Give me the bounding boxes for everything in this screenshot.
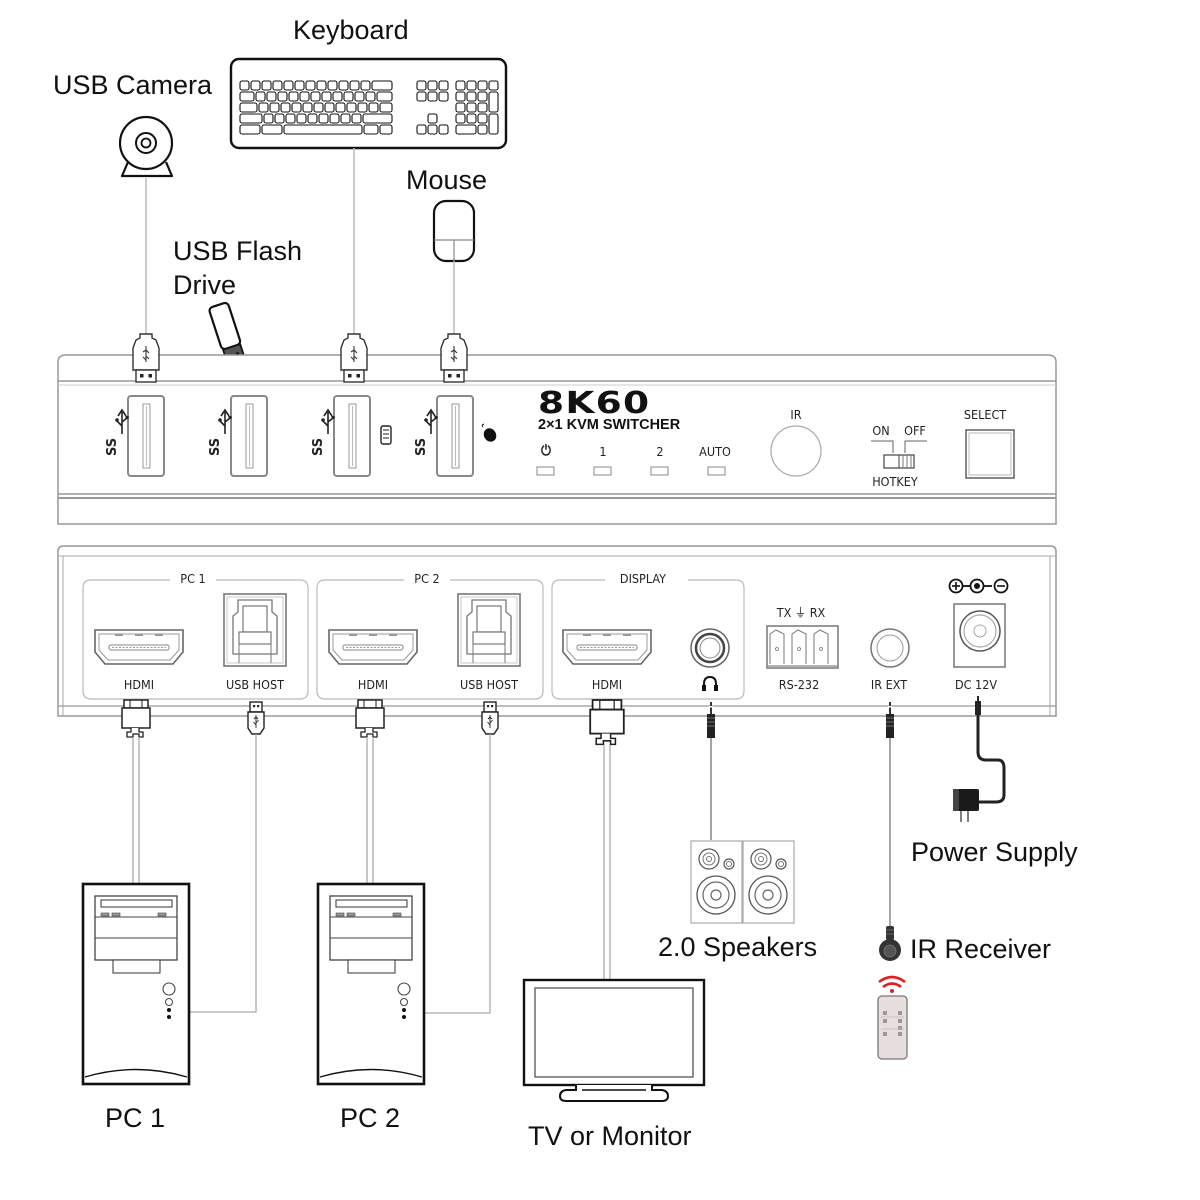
pc2-tower-icon <box>316 882 426 1086</box>
ir-ext-jack[interactable] <box>870 628 910 668</box>
brand-logo: 8K60 <box>538 386 651 421</box>
pc1-label: PC 1 <box>105 1103 166 1133</box>
led-label-power: ⏻ <box>541 443 551 459</box>
led-pc1 <box>593 466 612 476</box>
led-label-auto: AUTO <box>699 444 731 459</box>
dc-plug <box>975 696 981 715</box>
pc2-usb-host-port[interactable] <box>457 593 521 667</box>
led-power <box>536 466 555 476</box>
display-hdmi-label: HDMI <box>591 677 623 692</box>
power-adapter-icon <box>953 789 979 822</box>
group-label-display: DISPLAY <box>617 571 669 586</box>
pc1-port-group <box>82 579 309 700</box>
hotkey-off-label: OFF <box>904 423 926 438</box>
front-panel <box>57 354 1057 525</box>
rs232-terminal[interactable] <box>766 625 839 669</box>
ir-label: IR <box>790 407 802 422</box>
led-indicators <box>536 466 726 476</box>
group-label-pc2: PC 2 <box>411 571 443 586</box>
pc2-hdmi-label: HDMI <box>357 677 389 692</box>
monitor-icon <box>522 978 706 1102</box>
ir-receiver-label: IR Receiver <box>910 934 1052 964</box>
rs232-label: RS-232 <box>778 677 820 692</box>
dc-label: DC 12V <box>954 677 998 692</box>
group-label-pc1: PC 1 <box>177 571 209 586</box>
display-hdmi-plug <box>589 699 625 746</box>
hotkey-switch[interactable] <box>871 440 927 469</box>
power-cable <box>976 715 1006 804</box>
led-label-pc2: 2 <box>656 444 664 459</box>
usb-flash-drive-label-line1: USB Flash <box>173 236 303 266</box>
camera-usb-plug <box>132 333 160 383</box>
keyboard-label: Keyboard <box>293 15 409 45</box>
cables <box>132 734 891 1014</box>
rs232-pin-labels: TX ⏚ RX <box>776 605 826 620</box>
pc1-usb-plug <box>247 701 265 735</box>
pc1-hdmi-port[interactable] <box>94 629 184 665</box>
hotkey-on-label: ON <box>872 423 890 438</box>
pc1-usb-host-label: USB HOST <box>225 677 285 692</box>
keyboard-port-icon <box>380 425 392 445</box>
pc2-hdmi-port[interactable] <box>328 629 418 665</box>
mouse-port-icon <box>481 423 497 442</box>
pc1-hdmi-label: HDMI <box>123 677 155 692</box>
pc2-port-group <box>316 579 544 700</box>
usb-port-1[interactable] <box>127 395 165 477</box>
monitor-label: TV or Monitor <box>528 1121 692 1151</box>
ir-signal-icon <box>878 975 906 993</box>
led-pc2 <box>650 466 669 476</box>
ir-remote-icon <box>877 995 908 1060</box>
usb-port-3[interactable] <box>333 395 371 477</box>
dc-power-jack[interactable] <box>953 603 1006 668</box>
usb-port-2[interactable] <box>230 395 268 477</box>
pc2-usb-plug <box>481 701 499 735</box>
mouse-usb-plug <box>440 333 468 383</box>
pc2-label: PC 2 <box>340 1103 401 1133</box>
led-auto <box>707 466 726 476</box>
ir-receiver-icon <box>879 926 901 961</box>
ir-ext-label: IR EXT <box>870 677 908 692</box>
ir-sensor-window <box>770 425 822 477</box>
pc1-tower-icon <box>81 882 191 1086</box>
headphone-icon <box>702 675 718 691</box>
led-label-pc1: 1 <box>599 444 607 459</box>
speakers-icon <box>690 840 795 924</box>
keyboard-icon <box>229 57 508 150</box>
usb-port-4[interactable] <box>436 395 474 477</box>
display-hdmi-port[interactable] <box>562 629 652 665</box>
mouse-label: Mouse <box>406 165 488 195</box>
display-port-group <box>551 579 745 700</box>
usb-flash-drive-label-line2: Drive <box>173 270 237 300</box>
power-supply-label: Power Supply <box>911 837 1078 867</box>
usb-camera-label: USB Camera <box>53 70 213 100</box>
pc1-usb-host-port[interactable] <box>223 593 287 667</box>
model-name: 2×1 KVM SWITCHER <box>538 417 681 433</box>
select-label: SELECT <box>963 407 1007 422</box>
pc2-usb-host-label: USB HOST <box>459 677 519 692</box>
speakers-label: 2.0 Speakers <box>658 932 818 962</box>
mouse-icon <box>432 199 476 263</box>
dc-polarity-icon <box>948 578 1009 594</box>
select-button[interactable] <box>965 429 1015 479</box>
usb-camera-icon <box>118 115 174 178</box>
pc1-hdmi-plug <box>121 699 151 738</box>
keyboard-usb-plug <box>340 333 368 383</box>
hotkey-label: HOTKEY <box>872 474 918 489</box>
audio-out-jack[interactable] <box>690 628 730 668</box>
pc2-hdmi-plug <box>355 699 385 738</box>
